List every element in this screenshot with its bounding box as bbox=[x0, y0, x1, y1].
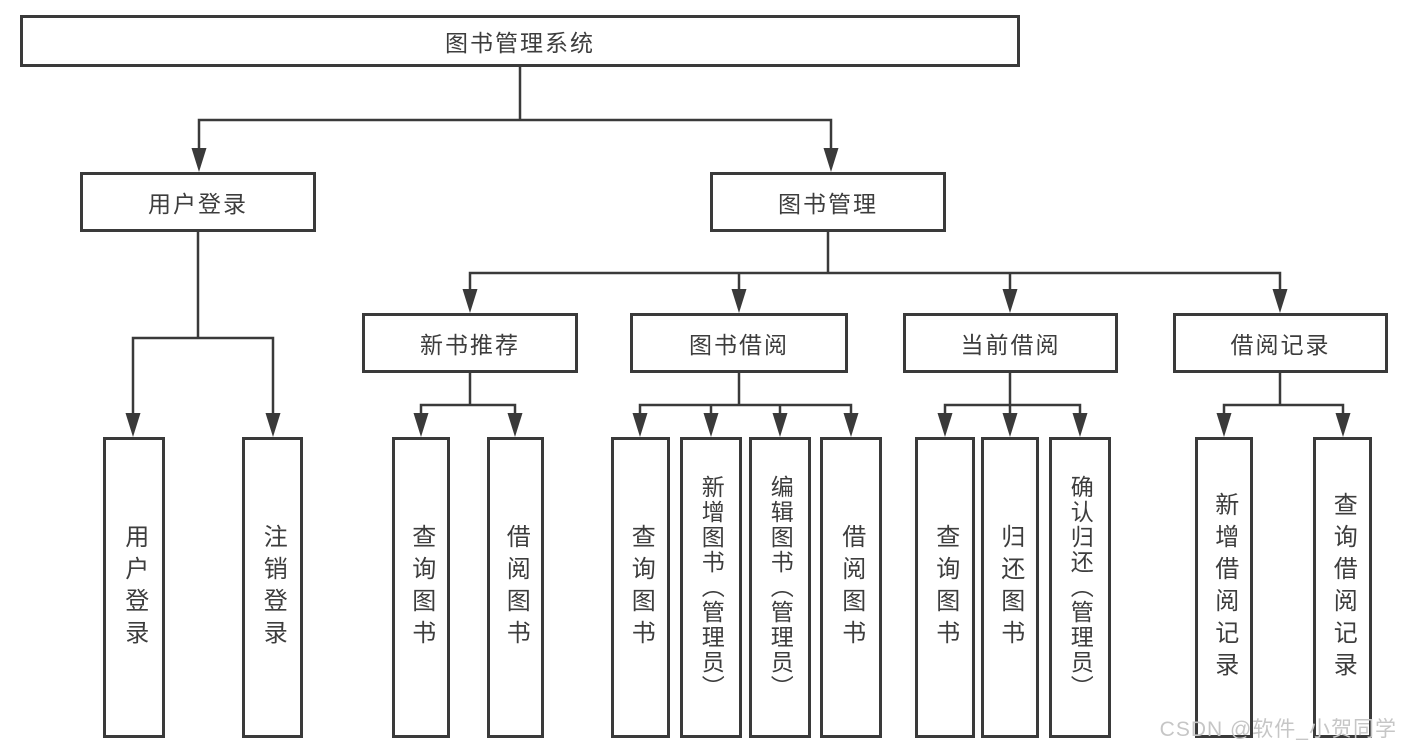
node-library-system: 图书管理系统 bbox=[20, 15, 1020, 67]
leaf-label: 注销登录 bbox=[259, 523, 287, 652]
leaf-borrow-books-borrow: 借阅图书 bbox=[820, 437, 882, 738]
node-book-management: 图书管理 bbox=[710, 172, 946, 232]
leaf-label: 新增借阅记录 bbox=[1210, 491, 1238, 684]
leaf-edit-books-admin: 编辑图书（管理员） bbox=[749, 437, 811, 738]
leaf-label: 查询图书 bbox=[931, 523, 959, 652]
leaf-logout-login: 注销登录 bbox=[242, 437, 303, 738]
leaf-label: 新增图书（管理员） bbox=[698, 475, 725, 700]
node-borrowing-records: 借阅记录 bbox=[1173, 313, 1388, 373]
leaf-confirm-return-admin: 确认归还（管理员） bbox=[1049, 437, 1111, 738]
leaf-label: 借阅图书 bbox=[837, 523, 865, 652]
leaf-label: 查询借阅记录 bbox=[1329, 491, 1357, 684]
arrowhead-icon bbox=[413, 413, 429, 437]
arrowhead-icon bbox=[265, 413, 281, 437]
leaf-query-books-borrow: 查询图书 bbox=[611, 437, 670, 738]
leaf-add-books-admin: 新增图书（管理员） bbox=[680, 437, 742, 738]
arrowhead-icon bbox=[125, 413, 141, 437]
node-book-borrowing: 图书借阅 bbox=[630, 313, 848, 373]
node-current-borrowing: 当前借阅 bbox=[903, 313, 1118, 373]
arrowhead-icon bbox=[937, 413, 953, 437]
leaf-label: 确认归还（管理员） bbox=[1067, 475, 1094, 700]
arrowhead-icon bbox=[823, 148, 839, 172]
leaf-query-borrow-record: 查询借阅记录 bbox=[1313, 437, 1372, 738]
leaf-label: 查询图书 bbox=[627, 523, 655, 652]
leaf-label: 归还图书 bbox=[996, 523, 1024, 652]
leaf-label: 查询图书 bbox=[407, 523, 435, 652]
leaf-query-books-newbook: 查询图书 bbox=[392, 437, 450, 738]
arrowhead-icon bbox=[772, 413, 788, 437]
leaf-add-borrow-record: 新增借阅记录 bbox=[1195, 437, 1253, 738]
csdn-watermark: CSDN @软件_小贺同学 bbox=[1159, 718, 1397, 741]
arrowhead-icon bbox=[507, 413, 523, 437]
arrowhead-icon bbox=[1002, 289, 1018, 313]
arrowhead-icon bbox=[462, 289, 478, 313]
arrowhead-icon bbox=[1072, 413, 1088, 437]
node-new-book-recommend: 新书推荐 bbox=[362, 313, 578, 373]
arrowhead-icon bbox=[1216, 413, 1232, 437]
arrowhead-icon bbox=[731, 289, 747, 313]
leaf-label: 借阅图书 bbox=[502, 523, 530, 652]
leaf-return-books: 归还图书 bbox=[981, 437, 1039, 738]
leaf-label: 用户登录 bbox=[120, 523, 148, 652]
arrowhead-icon bbox=[1335, 413, 1351, 437]
arrowhead-icon bbox=[191, 148, 207, 172]
arrowhead-icon bbox=[632, 413, 648, 437]
leaf-label: 编辑图书（管理员） bbox=[767, 475, 794, 700]
node-user-login: 用户登录 bbox=[80, 172, 316, 232]
arrowhead-icon bbox=[1272, 289, 1288, 313]
leaf-borrow-books-newbook: 借阅图书 bbox=[487, 437, 544, 738]
leaf-query-books-current: 查询图书 bbox=[915, 437, 975, 738]
arrowhead-icon bbox=[843, 413, 859, 437]
arrowhead-icon bbox=[703, 413, 719, 437]
leaf-user-login: 用户登录 bbox=[103, 437, 165, 738]
arrowhead-icon bbox=[1002, 413, 1018, 437]
